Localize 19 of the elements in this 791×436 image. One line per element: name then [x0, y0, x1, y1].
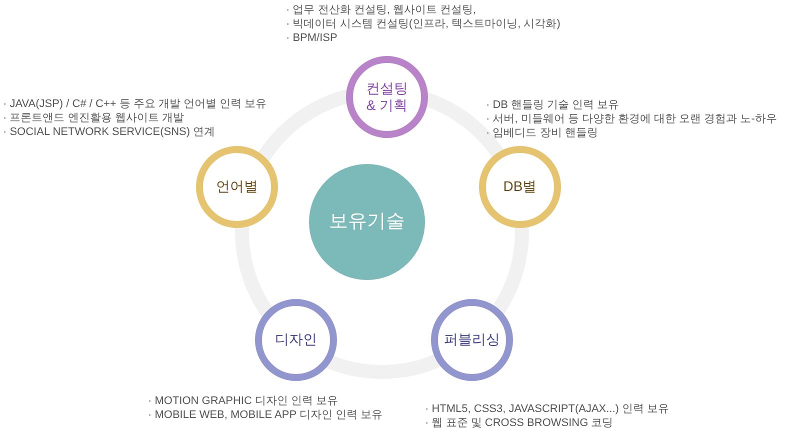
bullet-item: · 임베디드 장비 핸들링: [486, 126, 599, 140]
node-label: 디자인: [275, 331, 317, 349]
bullet-item: · HTML5, CSS3, JAVASCRIPT(AJAX...) 인력 보유: [425, 402, 670, 416]
bullet-item: · 프론트앤드 엔진활용 웹사이트 개발: [3, 111, 185, 125]
node-label: 언어별: [216, 178, 258, 196]
node-label: 퍼블리싱: [444, 331, 500, 349]
bullet-item: · 웹 표준 및 CROSS BROWSING 코딩: [425, 416, 614, 430]
bullet-item: · JAVA(JSP) / C# / C++ 등 주요 개발 언어별 인력 보유: [3, 97, 267, 111]
bullet-item: · SOCIAL NETWORK SERVICE(SNS) 연계: [3, 125, 216, 139]
node-label: 컨설팅 & 기획: [365, 80, 409, 114]
bullet-item: · DB 핸들링 기술 인력 보유: [486, 98, 620, 112]
bullet-item: · MOTION GRAPHIC 디자인 인력 보유: [148, 394, 340, 408]
bullet-item: · 빅데이터 시스템 컨설팅(인프라, 텍스트마이닝, 시각화): [286, 17, 560, 31]
bullet-item: · BPM/ISP: [286, 31, 338, 45]
bullet-item: · 서버, 미들웨어 등 다양한 환경에 대한 오랜 경험과 노-하우: [486, 112, 777, 126]
node-label: 보유기술: [329, 210, 405, 234]
bullet-item: · 업무 전산화 컨설팅, 웹사이트 컨설팅,: [286, 3, 478, 17]
node-label: DB별: [503, 178, 537, 196]
bullet-item: · MOBILE WEB, MOBILE APP 디자인 인력 보유: [148, 408, 383, 422]
